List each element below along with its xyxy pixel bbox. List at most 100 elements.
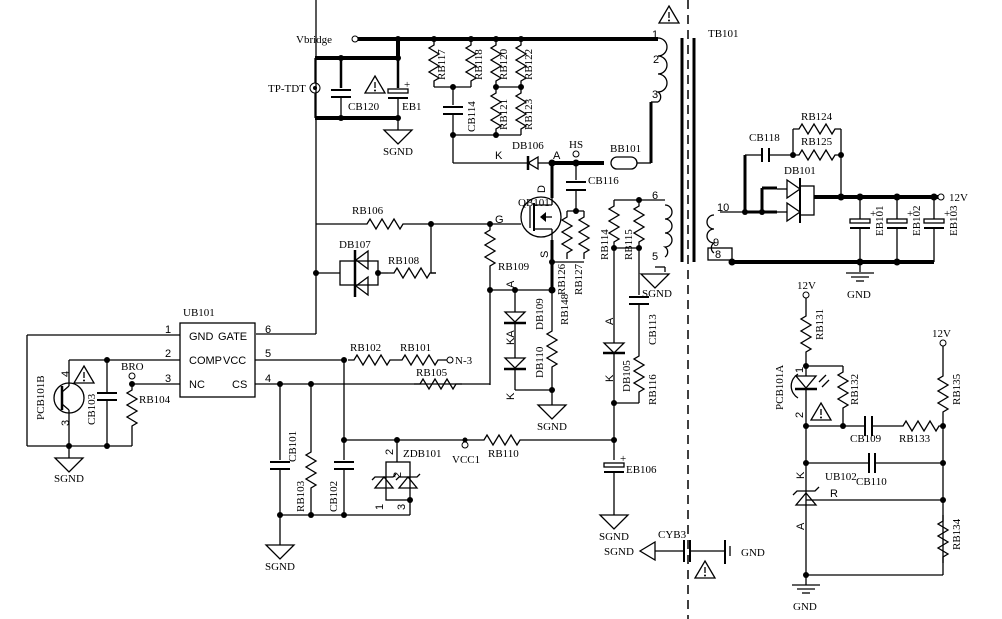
db101-label: DB101 — [784, 165, 816, 177]
rb106-label: RB106 — [352, 205, 384, 217]
sgnd-symbol — [383, 129, 413, 145]
hs-terminal — [572, 150, 580, 158]
db105-label: DB105 — [621, 360, 633, 392]
db106-a: A — [553, 150, 561, 162]
ub101-pin-4: 4 — [265, 373, 271, 385]
db107-label: DB107 — [339, 239, 371, 251]
db109-label: DB109 — [534, 298, 546, 330]
rb117-label: RB117 — [436, 49, 448, 80]
zdb101-pin-3: 3 — [396, 504, 408, 510]
rb133-label: RB133 — [899, 433, 931, 445]
pcb101a-pin-2: 2 — [794, 412, 806, 418]
cb118-label: CB118 — [749, 132, 780, 144]
rb135-label: RB135 — [951, 373, 963, 405]
db106-k: K — [495, 150, 503, 162]
ub101-pin-5: 5 — [265, 348, 271, 360]
pcb101b-pin-4: 4 — [60, 371, 72, 377]
eb103-plus: + — [944, 208, 950, 220]
warning-icon — [694, 560, 716, 579]
ub102-k: K — [795, 471, 807, 479]
cb101-label: CB101 — [287, 431, 299, 462]
tb101-pin-6: 6 — [652, 190, 658, 202]
qb101-mosfet — [520, 196, 562, 238]
rb115-label: RB115 — [623, 229, 635, 260]
db105-a: A — [604, 317, 616, 325]
gnd-symbol — [845, 272, 875, 282]
rb124-label: RB124 — [801, 111, 833, 123]
cyb3-label: CYB3 — [658, 529, 687, 541]
rb118-label: RB118 — [473, 49, 485, 80]
rb122-label: RB122 — [523, 49, 535, 80]
eb1-plus: + — [404, 79, 410, 91]
ub102-a: A — [795, 522, 807, 530]
cb113-label: CB113 — [647, 314, 659, 345]
gnd-label: GND — [741, 547, 765, 559]
ub101-pin-1: 1 — [165, 324, 171, 336]
db110-k: K — [505, 392, 517, 400]
pcb101b-label: PCB101B — [35, 375, 47, 420]
rb114-label: RB114 — [599, 229, 611, 260]
gnd-label: GND — [793, 601, 817, 613]
eb102-plus: + — [907, 208, 913, 220]
cb109-label: CB109 — [850, 433, 882, 445]
eb106-label: EB106 — [626, 464, 657, 476]
rb123-label: RB123 — [523, 98, 535, 130]
tb101-pin-8: 8 — [715, 249, 721, 261]
sgnd-symbol — [599, 514, 629, 530]
rb131-label: RB131 — [814, 309, 826, 340]
ub101-pin-3: 3 — [165, 373, 171, 385]
rb101-label: RB101 — [400, 342, 431, 354]
eb102-label: EB102 — [911, 205, 923, 236]
eb1-label: EB1 — [402, 101, 422, 113]
sgnd-label: SGND — [599, 531, 629, 543]
ub101-pin-cs: CS — [232, 379, 247, 391]
vbridge-label: Vbridge — [296, 34, 332, 46]
sgnd-label: SGND — [642, 288, 672, 300]
tb101-label: TB101 — [708, 28, 739, 40]
qb101-d: D — [536, 185, 548, 193]
eb103-label: EB103 — [948, 205, 960, 236]
pcb101a-pin-1: 1 — [794, 367, 806, 373]
out-12v-terminal — [937, 193, 945, 201]
rb104-label: RB104 — [139, 394, 171, 406]
qb101-label: QB101 — [518, 197, 550, 209]
qb101-s: S — [539, 251, 551, 258]
db106-label: DB106 — [512, 140, 544, 152]
bb101-bead — [610, 156, 638, 170]
pcb101b-phototransistor — [53, 382, 85, 414]
vcc1-terminal — [461, 441, 469, 449]
rb132-label: RB132 — [849, 374, 861, 405]
vbridge-terminal — [351, 35, 359, 43]
warning-icon — [73, 365, 95, 384]
db109-a: A — [505, 280, 517, 288]
hs-label: HS — [569, 139, 583, 151]
rb109-label: RB109 — [498, 261, 530, 273]
sgnd-symbol — [640, 273, 670, 289]
sgnd-label: SGND — [54, 473, 84, 485]
sgnd-symbol — [54, 457, 84, 473]
rb103-label: RB103 — [295, 480, 307, 512]
zdb101-pin-1: 1 — [374, 504, 386, 510]
rb126-label: RB126 — [556, 263, 568, 295]
cb103-label: CB103 — [86, 393, 98, 425]
cb116-label: CB116 — [588, 175, 619, 187]
warning-icon — [810, 402, 832, 421]
ub102-label: UB102 — [825, 471, 857, 483]
tb101-pin-2: 2 — [653, 54, 659, 66]
sgnd-symbol — [265, 544, 295, 560]
sgnd-label: SGND — [383, 146, 413, 158]
ub101-pin-gnd: GND — [189, 331, 214, 343]
tb101-pin-10: 10 — [717, 202, 729, 214]
zdb101-pin-2: 2 — [384, 449, 396, 455]
ub101-pin-comp: COMP — [189, 355, 222, 367]
cb114-label: CB114 — [466, 101, 478, 132]
vcc1-label: VCC1 — [452, 454, 480, 466]
ub102-ref-pin: R — [830, 488, 838, 500]
sgnd-symbol — [537, 404, 567, 420]
rb110-label: RB110 — [488, 448, 519, 460]
gnd-label: GND — [847, 289, 871, 301]
ref-12v-label: 12V — [932, 328, 951, 340]
zdb101-inner-pin-2: 2 — [392, 472, 404, 478]
db105-k: K — [604, 374, 616, 382]
